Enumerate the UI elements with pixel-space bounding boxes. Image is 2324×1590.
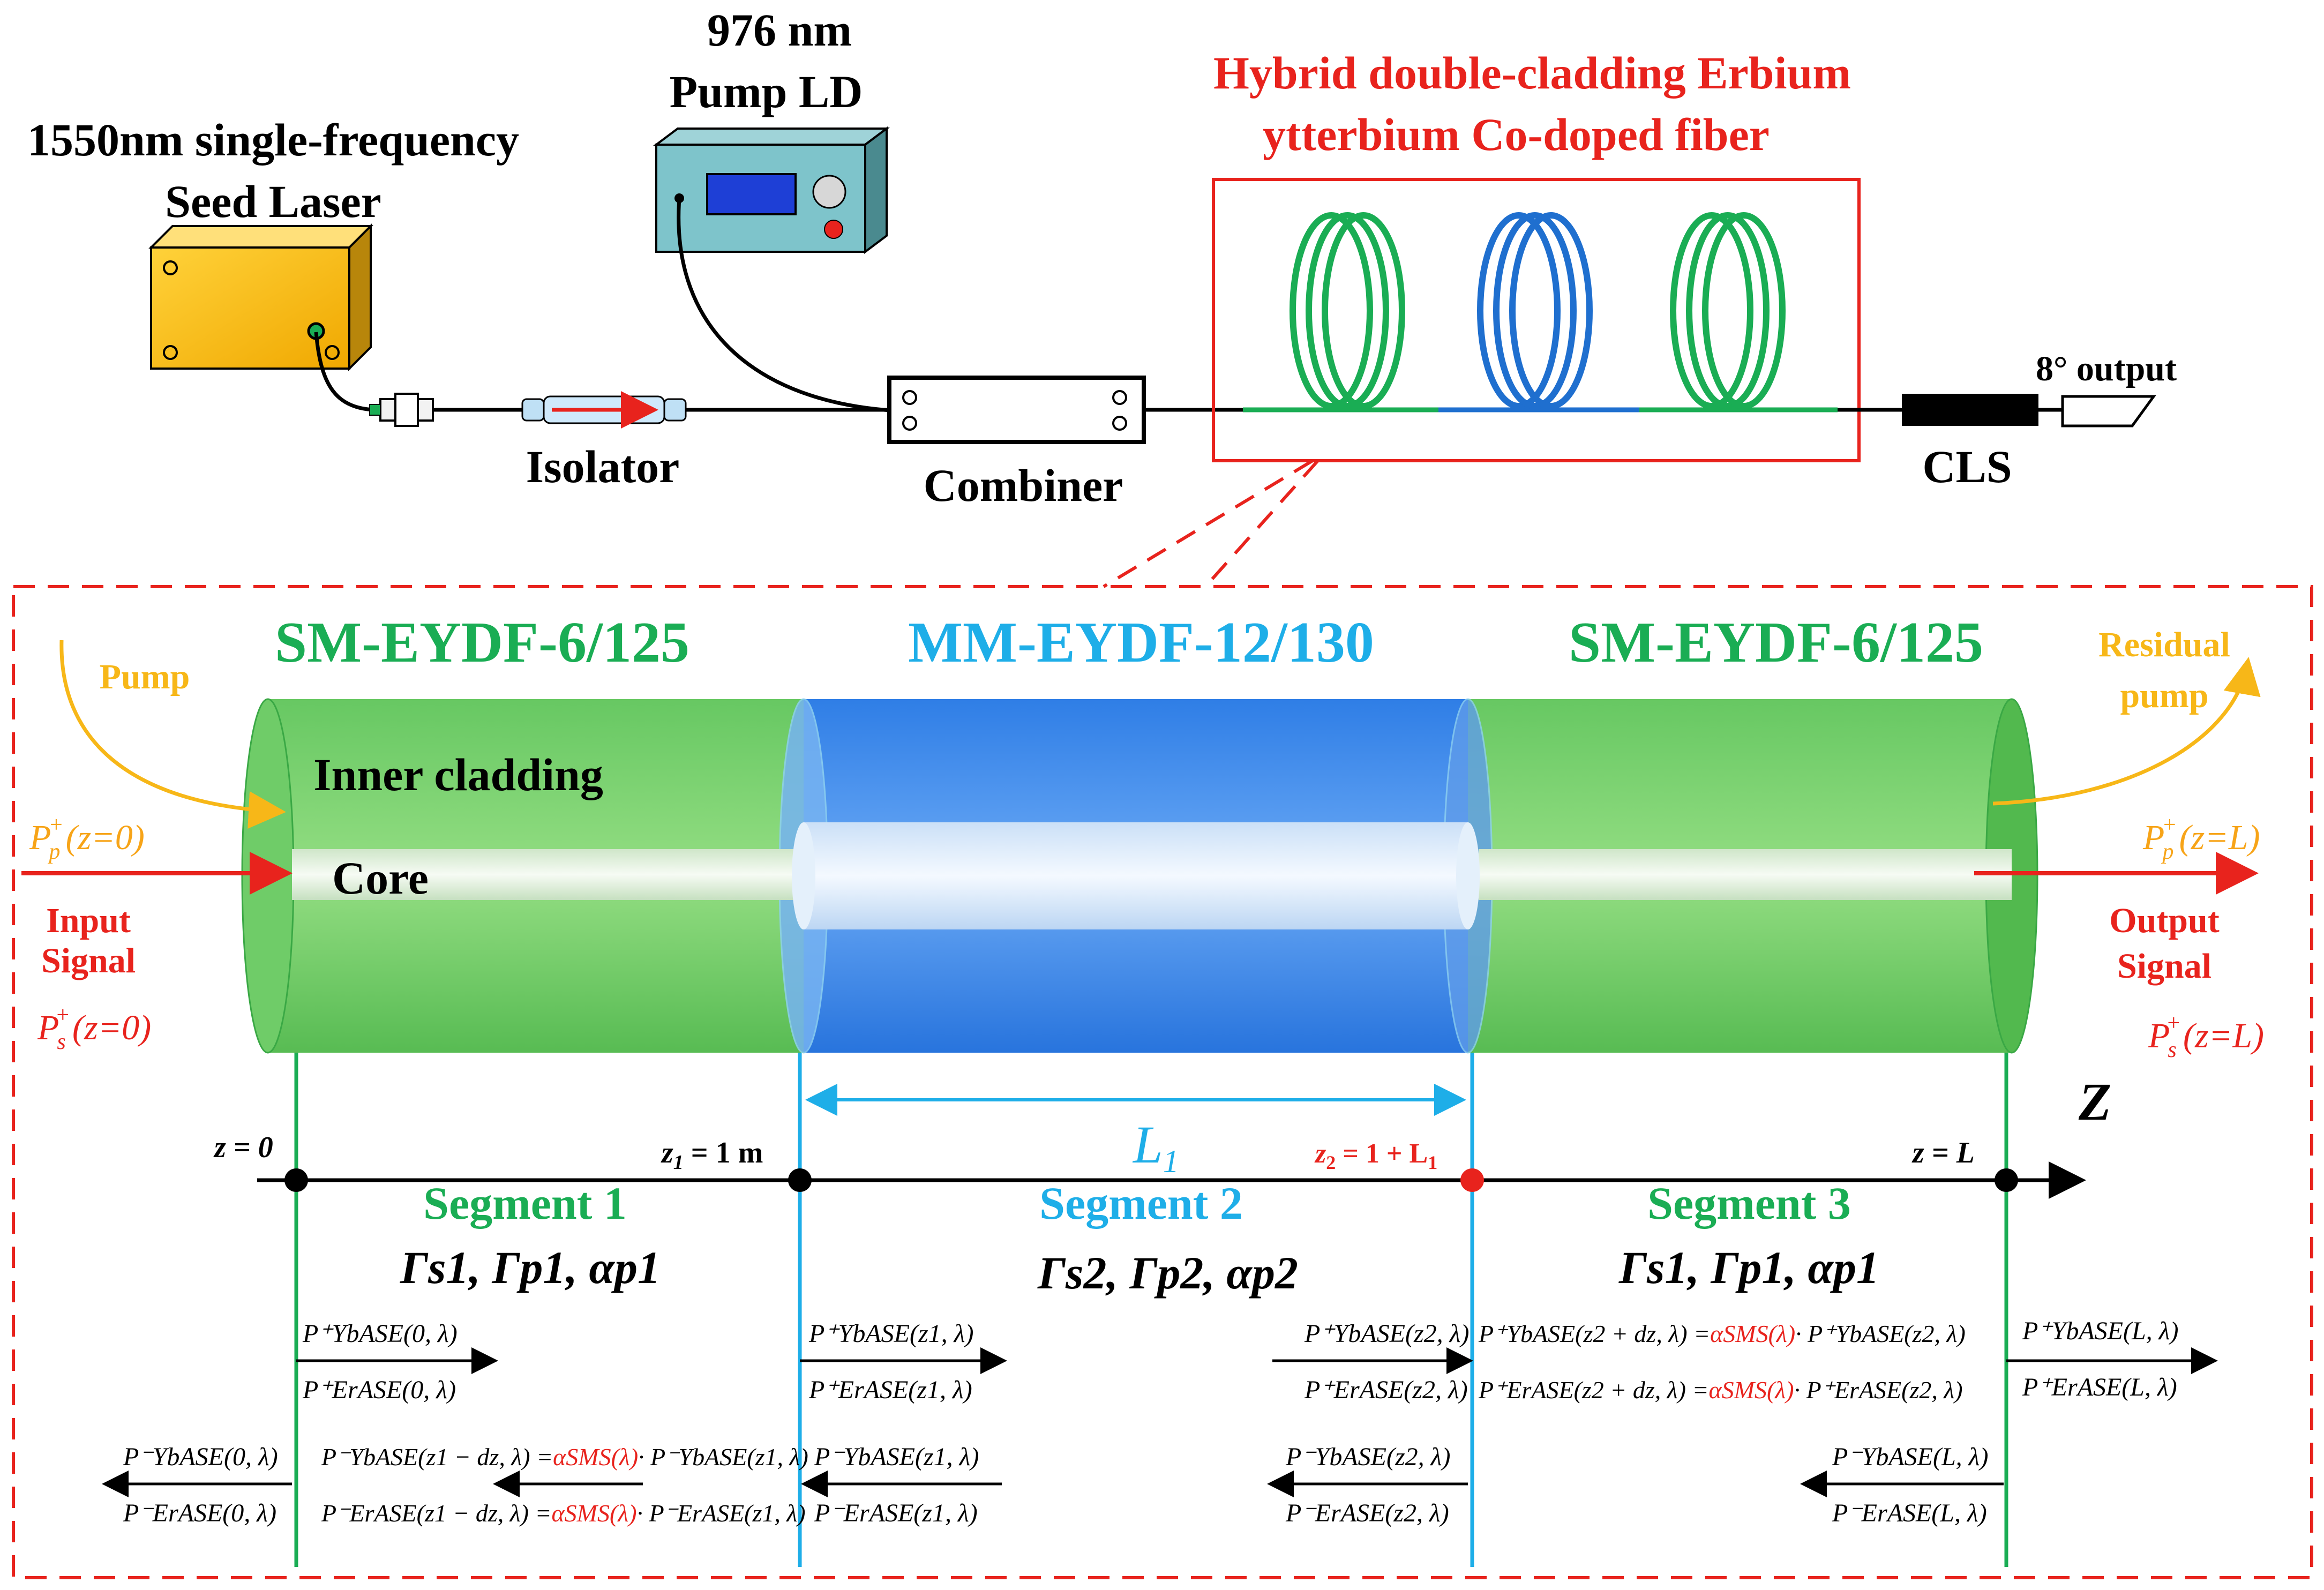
eq-yb-plus-L: P⁺YbASE(L, λ) — [2022, 1317, 2178, 1345]
eq-er-plus-L: P⁺ErASE(L, λ) — [2022, 1373, 2177, 1401]
z-axis-label: Z — [2078, 1072, 2111, 1131]
fiber-title-1: Hybrid double-cladding Erbium — [1213, 47, 1851, 99]
l1-label: L1 — [1132, 1115, 1179, 1179]
eq-yb-plus-z2dz: P⁺YbASE(z2 + dz, λ) =αSMS(λ)· P⁺YbASE(z2… — [1478, 1320, 1966, 1347]
combiner-device — [887, 376, 1146, 444]
seed-laser-label-1: 1550nm single-frequency — [27, 114, 519, 166]
fiber-title-2: ytterbium Co-doped fiber — [1263, 109, 1770, 160]
output-label: 8° output — [2036, 349, 2177, 388]
seg-left-title: SM-EYDF-6/125 — [275, 611, 689, 674]
eq-yb-plus-0: P⁺YbASE(0, λ) — [302, 1319, 458, 1348]
eq-er-plus-z2: P⁺ErASE(z2, λ) — [1304, 1376, 1468, 1404]
combiner-label: Combiner — [924, 460, 1123, 511]
pump-label-2: Pump LD — [670, 66, 863, 117]
cls-label: CLS — [1922, 441, 2012, 492]
svg-text:Pp+(z=L): Pp+(z=L) — [2142, 813, 2260, 864]
seg-right-title: SM-EYDF-6/125 — [1569, 611, 1983, 674]
angled-output-connector — [2061, 395, 2156, 428]
pump-ld-box — [653, 126, 890, 254]
zoom-line-2 — [1204, 460, 1320, 588]
zoom-line-1 — [1103, 459, 1314, 588]
output-label-2: Signal — [2117, 947, 2211, 986]
eq-yb-minus-z2: P⁻YbASE(z2, λ) — [1285, 1443, 1450, 1471]
pump-fiber — [677, 198, 911, 414]
input-label-2: Signal — [41, 941, 136, 980]
z2-label: z2 = 1 + L1 — [1314, 1138, 1437, 1173]
z1-dot — [788, 1168, 812, 1192]
core-label: Core — [332, 852, 429, 904]
seed-laser-label-2: Seed Laser — [165, 176, 381, 227]
z2-dot — [1460, 1168, 1484, 1192]
eq-yb-minus-z1: P⁻YbASE(z1, λ) — [814, 1443, 979, 1471]
input-label-1: Input — [46, 901, 131, 940]
segment-1-label: Segment 1 — [423, 1178, 627, 1229]
eq-er-plus-z1: P⁺ErASE(z1, λ) — [808, 1376, 972, 1404]
segment-1-params: Γs1, Γp1, αp1 — [400, 1242, 661, 1293]
eq-er-minus-0: P⁻ErASE(0, λ) — [123, 1499, 276, 1527]
ase-equations: P⁺YbASE(0, λ) P⁺ErASE(0, λ) P⁻YbASE(0, λ… — [102, 1317, 2218, 1527]
svg-text:Ps+(z=0): Ps+(z=0) — [37, 1003, 151, 1054]
segment-2-label: Segment 2 — [1039, 1178, 1243, 1229]
cls-device — [1902, 394, 2038, 426]
pump-in-label: Pump — [100, 657, 190, 696]
eq-er-minus-z1dz: P⁻ErASE(z1 − dz, λ) =αSMS(λ)· P⁻ErASE(z1… — [321, 1499, 806, 1527]
pump-label-1: 976 nm — [707, 4, 852, 56]
eq-er-minus-z1: P⁻ErASE(z1, λ) — [814, 1499, 978, 1527]
eq-er-plus-z2dz: P⁺ErASE(z2 + dz, λ) =αSMS(λ)· P⁺ErASE(z2… — [1478, 1376, 1963, 1404]
fiber-highlight-box — [1212, 178, 1861, 462]
segment-3-label: Segment 3 — [1647, 1178, 1851, 1229]
svg-text:Ps+(z=L): Ps+(z=L) — [2148, 1011, 2264, 1062]
segment-3-params: Γs1, Γp1, αp1 — [1618, 1242, 1879, 1293]
fiber-coils — [1243, 212, 1838, 412]
z0-label: z = 0 — [213, 1131, 273, 1164]
setup-section: 1550nm single-frequency Seed Laser 976 n… — [27, 4, 2177, 511]
eq-er-minus-z2: P⁻ErASE(z2, λ) — [1285, 1499, 1449, 1527]
zL-dot — [1995, 1168, 2018, 1192]
eq-yb-minus-0: P⁻YbASE(0, λ) — [123, 1443, 278, 1471]
residual-pump-arrow — [1992, 657, 2261, 806]
inner-cladding-label: Inner cladding — [313, 749, 603, 800]
segment-2-params: Γs2, Γp2, αp2 — [1037, 1247, 1298, 1299]
residual-label-2: pump — [2120, 676, 2208, 715]
eq-er-plus-0: P⁺ErASE(0, λ) — [302, 1376, 456, 1404]
eq-yb-plus-z2: P⁺YbASE(z2, λ) — [1304, 1319, 1469, 1348]
connector — [369, 393, 434, 427]
detail-frame — [12, 585, 2313, 1579]
isolator-device — [521, 391, 687, 429]
eq-yb-plus-z1: P⁺YbASE(z1, λ) — [808, 1319, 973, 1348]
signal-power-out-label: Ps+(z=L) — [2148, 1011, 2264, 1062]
zL-label: z = L — [1911, 1136, 1975, 1169]
fiber-cylinder — [241, 698, 2038, 1054]
isolator-label: Isolator — [526, 441, 680, 492]
output-label-1: Output — [2109, 901, 2219, 940]
pump-power-in-label: Pp+(z=0) — [29, 813, 145, 864]
pump-power-out-label: Pp+(z=L) — [2142, 813, 2260, 864]
seg-mid-title: MM-EYDF-12/130 — [908, 611, 1374, 674]
z1-label: z1 = 1 m — [661, 1136, 763, 1174]
pump-in-arrow — [59, 640, 286, 829]
svg-text:Pp+(z=0): Pp+(z=0) — [29, 813, 145, 864]
seed-laser-box — [148, 223, 373, 371]
eq-yb-minus-z1dz: P⁻YbASE(z1 − dz, λ) =αSMS(λ)· P⁻YbASE(z1… — [321, 1443, 808, 1471]
residual-label-1: Residual — [2098, 625, 2230, 664]
signal-power-in-label: Ps+(z=0) — [37, 1003, 151, 1054]
eq-yb-minus-L: P⁻YbASE(L, λ) — [1832, 1443, 1988, 1471]
eq-er-minus-L: P⁻ErASE(L, λ) — [1832, 1499, 1987, 1527]
z0-dot — [284, 1168, 308, 1192]
